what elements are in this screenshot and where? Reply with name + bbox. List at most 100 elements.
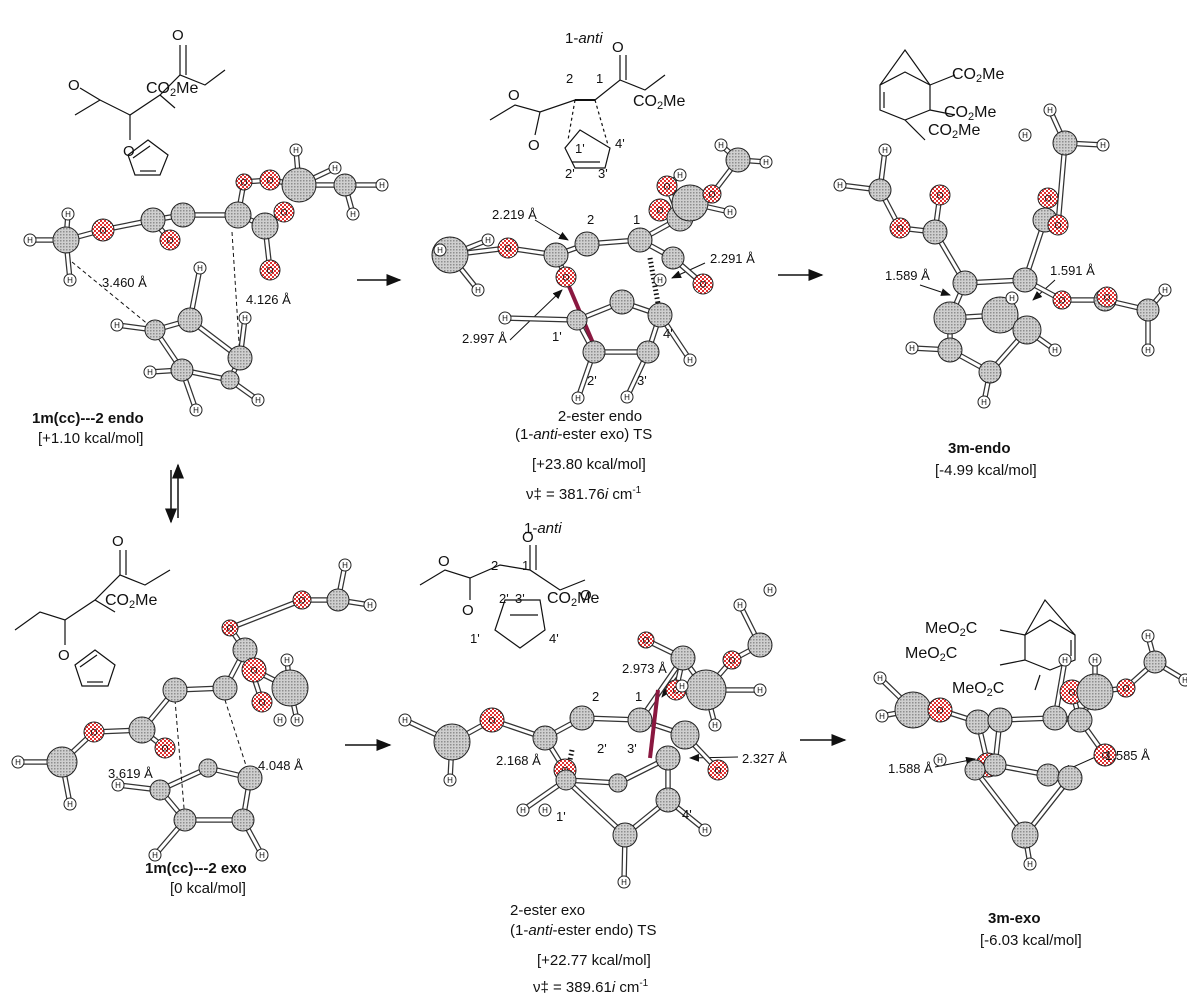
hydrogen-atom xyxy=(398,713,412,727)
hydrogen-label: H xyxy=(1145,346,1151,355)
ts-header: 1-anti xyxy=(524,520,562,537)
carbon-atom xyxy=(149,779,171,801)
hydrogen-label: H xyxy=(1009,294,1015,303)
oxygen-label: O xyxy=(896,224,903,234)
distance-label: 4.048 Å xyxy=(258,758,303,773)
oxygen-label: O xyxy=(90,728,97,738)
ts-caption: 2-ester exo xyxy=(510,902,586,919)
hydrogen-label: H xyxy=(437,246,443,255)
oxygen-label: O xyxy=(699,280,706,290)
hydrogen-atom xyxy=(255,848,269,862)
oxygen-label: O xyxy=(504,244,511,254)
carbon-atom xyxy=(1036,763,1060,787)
hydrogen-atom xyxy=(617,875,631,889)
oxygen-atom xyxy=(637,631,655,649)
hydrogen-label: H xyxy=(402,716,408,725)
group-label: MeO2C xyxy=(952,680,1005,699)
hydrogen-label: H xyxy=(879,712,885,721)
carbon-atom xyxy=(170,358,194,382)
oxygen-label: O xyxy=(266,266,273,276)
carbon-atom xyxy=(612,822,638,848)
carbon-atom xyxy=(1012,267,1038,293)
oxygen-atom xyxy=(251,691,273,713)
hydrogen-label: H xyxy=(15,758,21,767)
imaginary-frequency: ν‡ = 389.61i cm-1 xyxy=(533,978,649,996)
oxygen-label: O xyxy=(298,596,305,606)
carbon-atom xyxy=(725,147,751,173)
hydrogen-label: H xyxy=(114,321,120,330)
compound-name: 3m-exo xyxy=(988,910,1041,927)
hydrogen-label: H xyxy=(727,208,733,217)
oxygen-label: O xyxy=(642,636,649,646)
skeletal-formulas xyxy=(14,45,1076,691)
carbon-atom xyxy=(964,759,986,781)
distance-label: 2.168 Å xyxy=(496,753,541,768)
oxygen-atom xyxy=(259,259,281,281)
hydrogen-atom xyxy=(714,138,728,152)
group-label: CO2Me xyxy=(105,592,158,611)
hydrogen-label: H xyxy=(485,236,491,245)
carbon-atom xyxy=(747,632,773,658)
bond-inner xyxy=(1056,141,1067,227)
hydrogen-label: H xyxy=(342,561,348,570)
oxygen-label: O xyxy=(161,744,168,754)
oxygen-atom xyxy=(221,619,239,637)
hydrogen-label: H xyxy=(367,601,373,610)
distance-label: 3.460 Å xyxy=(102,275,147,290)
carbon-atom xyxy=(582,340,606,364)
o-letter: O xyxy=(528,137,540,154)
hydrogen-label: H xyxy=(687,356,693,365)
hydrogen-label: H xyxy=(767,586,773,595)
oxygen-label: O xyxy=(226,624,233,634)
o-letter: O xyxy=(112,533,124,550)
carbon-atom xyxy=(198,758,218,778)
carbon-atom xyxy=(237,765,263,791)
atom-number: 1 xyxy=(635,689,643,704)
carbon-atom xyxy=(627,227,653,253)
ts-caption: (1-anti-ester endo) TS xyxy=(510,922,657,939)
hydrogen-label: H xyxy=(65,210,71,219)
hydrogen-label: H xyxy=(193,406,199,415)
hydrogen-label: H xyxy=(152,851,158,860)
hydrogen-atom xyxy=(1048,343,1062,357)
carbon-atom xyxy=(609,289,635,315)
energy-value: [+1.10 kcal/mol] xyxy=(38,430,144,447)
hydrogen-label: H xyxy=(197,264,203,273)
carbon-atom xyxy=(636,340,660,364)
carbon-atom xyxy=(1052,130,1078,156)
oxygen-atom xyxy=(83,721,105,743)
oxygen-atom xyxy=(722,650,742,670)
group-label: CO2Me xyxy=(633,93,686,112)
atom-number: 2' xyxy=(565,166,575,181)
hydrogen-atom xyxy=(238,311,252,325)
energy-value: [+23.80 kcal/mol] xyxy=(532,456,646,473)
carbon-atom xyxy=(574,231,600,257)
group-label: MeO2C xyxy=(925,620,978,639)
hydrogen-atom xyxy=(251,393,265,407)
oxygen-label: O xyxy=(1044,194,1051,204)
atom-number: 4' xyxy=(682,807,692,822)
carbon-atom xyxy=(655,787,681,813)
hydrogen-atom xyxy=(516,803,530,817)
hydrogen-atom xyxy=(698,823,712,837)
oxygen-atom xyxy=(91,218,115,242)
distance-label: 2.219 Å xyxy=(492,207,537,222)
hydrogen-label: H xyxy=(837,181,843,190)
oxygen-atom xyxy=(154,737,176,759)
carbon-atom xyxy=(543,242,569,268)
ts-caption: 2-ester endo xyxy=(557,408,643,425)
hydrogen-atom xyxy=(1178,673,1187,687)
oxygen-label: O xyxy=(258,698,265,708)
carbon-atom xyxy=(647,302,673,328)
o-letter: O xyxy=(68,77,80,94)
energy-value: [+22.77 kcal/mol] xyxy=(537,952,651,969)
oxygen-label: O xyxy=(663,182,670,192)
atom-number: 3' xyxy=(515,591,525,606)
oxygen-label: O xyxy=(728,656,735,666)
hydrogen-atom xyxy=(189,403,203,417)
hydrogen-label: H xyxy=(542,806,548,815)
hydrogen-atom xyxy=(571,391,585,405)
oxygen-atom xyxy=(159,229,181,251)
oxygen-label: O xyxy=(1054,221,1061,231)
